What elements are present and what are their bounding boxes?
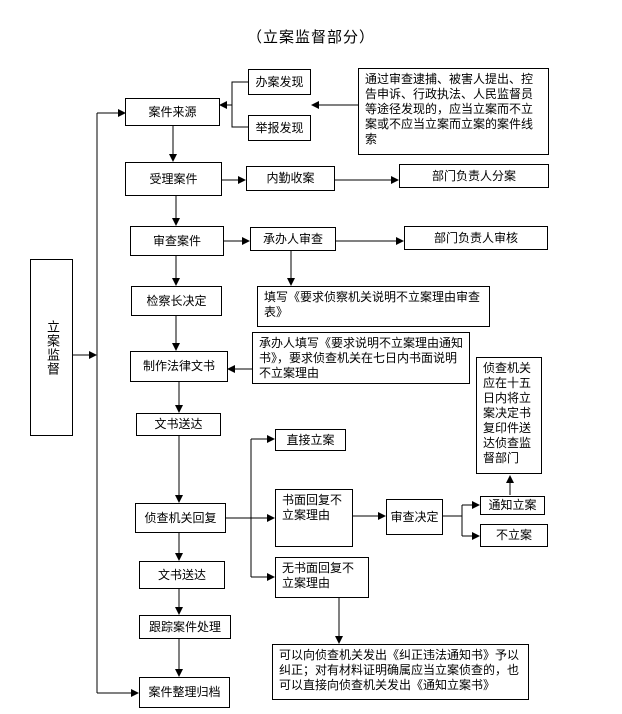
node-internal-receive: 内勤收案 xyxy=(246,166,335,191)
node-track-case: 跟踪案件处理 xyxy=(139,615,231,639)
node-doc-deliver-1: 文书送达 xyxy=(136,413,221,436)
node-dept-review: 部门负责人审核 xyxy=(404,226,548,250)
node-notify-file: 通知立案 xyxy=(480,496,545,515)
node-chief-decision: 检察长决定 xyxy=(131,286,222,316)
node-direct-file: 直接立案 xyxy=(275,429,346,451)
node-dept-assign: 部门负责人分案 xyxy=(399,164,549,188)
node-case-source: 案件来源 xyxy=(125,98,220,126)
node-review-case: 审查案件 xyxy=(130,226,224,256)
node-make-doc: 制作法律文书 xyxy=(130,351,228,382)
page-title: （立案监督部分） xyxy=(246,28,375,46)
node-written-reply: 书面回复不立案理由 xyxy=(275,489,353,547)
node-fill-form: 填写《要求侦察机关说明不立案理由审查表》 xyxy=(257,286,490,327)
node-source-desc: 通过审查逮捕、被害人提出、控告申诉、行政执法、人民监督员等途径发现的，应当立案而… xyxy=(358,68,549,155)
node-correction-note: 可以向侦查机关发出《纠正违法通知书》予以纠正；对有材料证明确属应当立案侦查的，也… xyxy=(272,644,529,700)
node-accept-case: 受理案件 xyxy=(125,162,222,196)
node-review-decision: 审查决定 xyxy=(386,499,443,535)
node-no-written-reply: 无书面回复不立案理由 xyxy=(275,557,369,598)
node-agency-reply: 侦查机关回复 xyxy=(135,503,226,533)
node-handler-fill: 承办人填写《要求说明不立案理由通知书》，要求侦查机关在七日内书面说明不立案理由 xyxy=(252,332,470,384)
side-label-box: 立案监督 xyxy=(30,259,73,436)
node-doc-deliver-2: 文书送达 xyxy=(139,561,225,589)
node-handler-review: 承办人审查 xyxy=(250,227,336,251)
node-agency-deadline: 侦查机关应在十五日内将立案决定书复印件送达侦查监督部门 xyxy=(476,357,542,474)
node-no-file: 不立案 xyxy=(480,524,548,547)
node-handle-found: 办案发现 xyxy=(248,69,311,95)
connector-sources xyxy=(231,81,248,128)
node-archive: 案件整理归档 xyxy=(139,677,230,708)
node-report-found: 举报发现 xyxy=(248,115,311,141)
